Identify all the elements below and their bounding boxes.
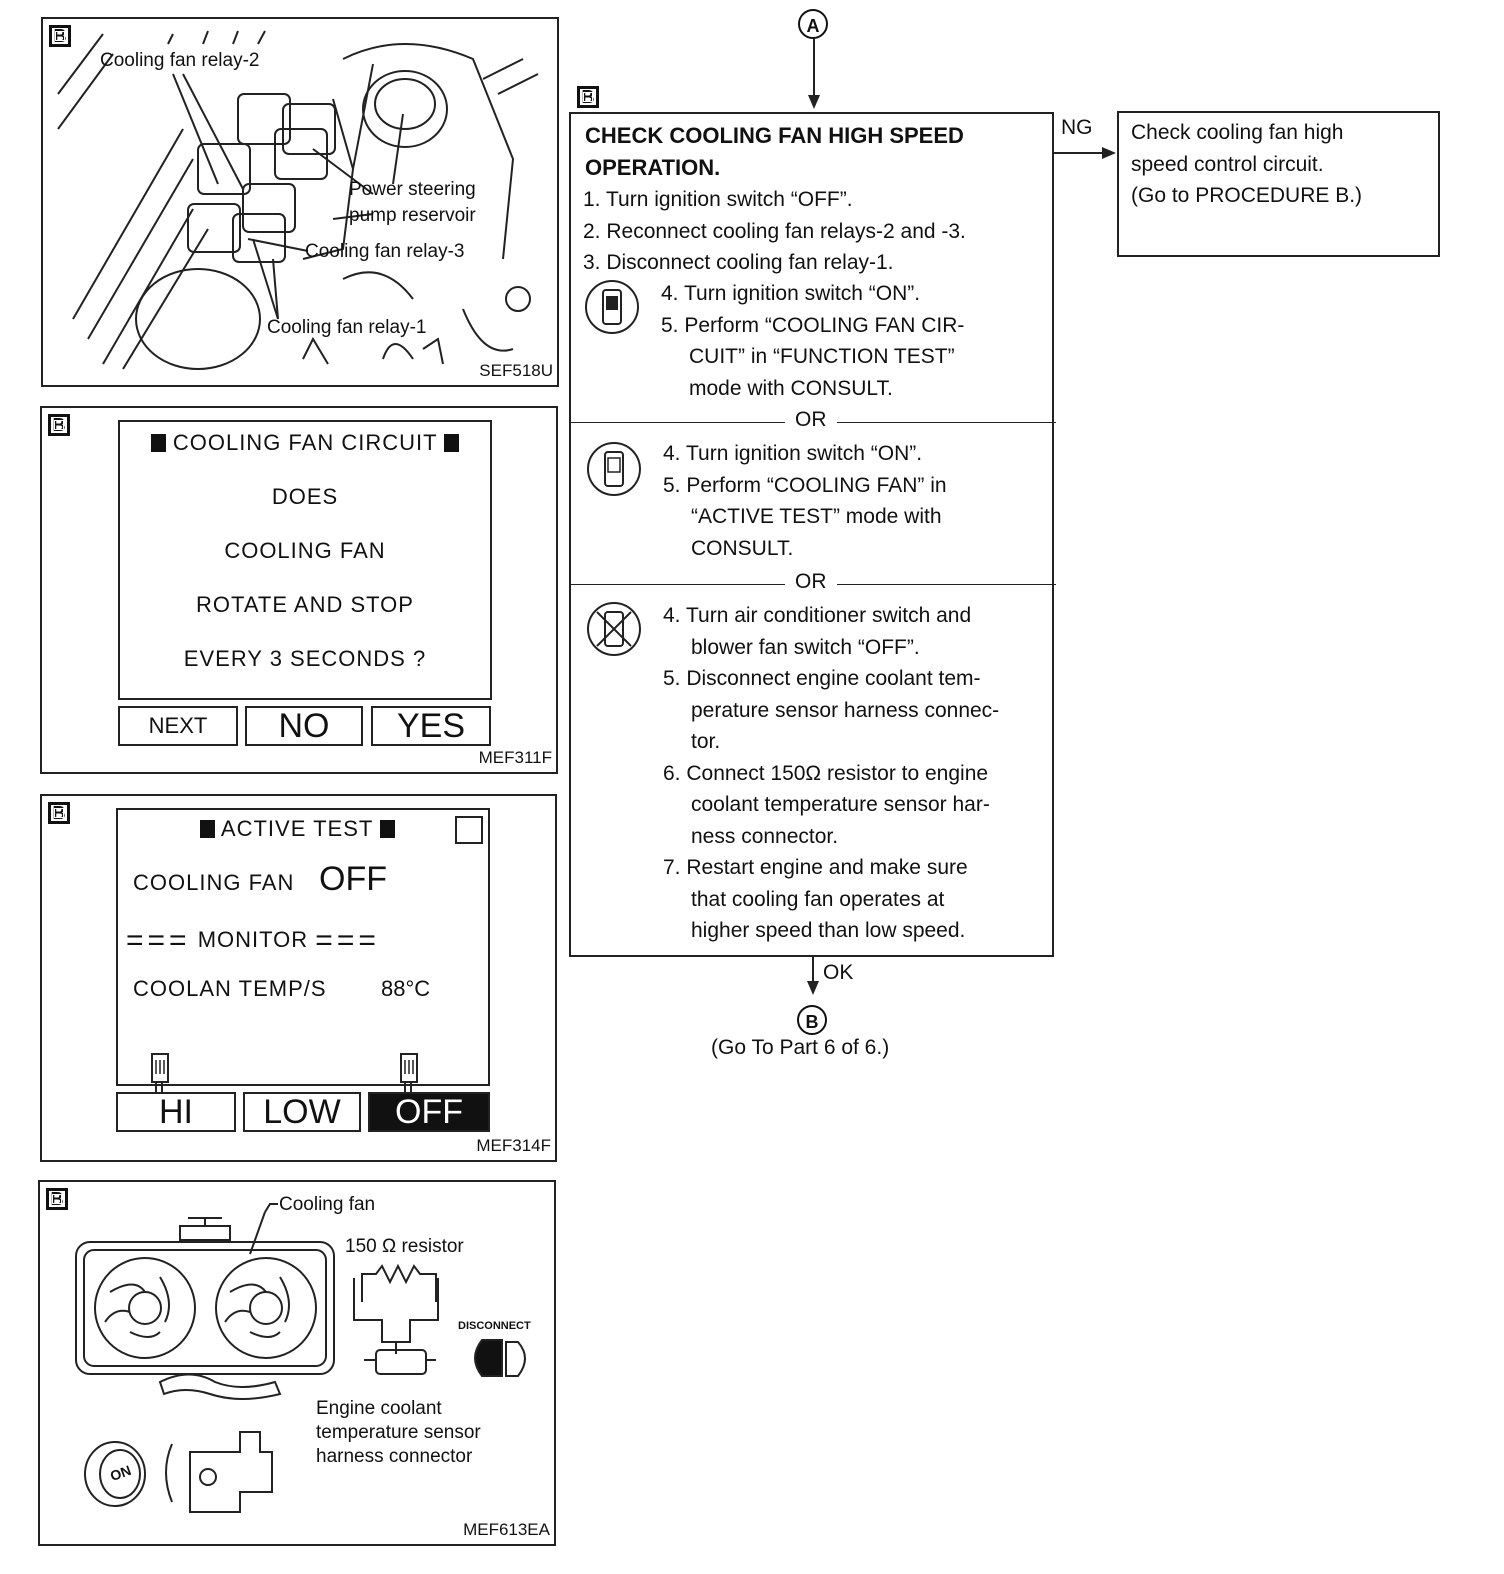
fan-value: OFF [319, 860, 387, 898]
off-button[interactable]: OFF [368, 1092, 490, 1132]
relay2-label: Cooling fan relay-2 [100, 50, 260, 71]
relay-location-panel: B [41, 17, 559, 387]
step: 3. Disconnect cooling fan relay-1. [583, 251, 894, 274]
resistor-connection-panel: B [38, 1180, 556, 1546]
disconnect-label: DISCONNECT [458, 1320, 531, 1332]
screen-title: ACTIVE TEST [200, 816, 396, 842]
temp-label: COOLAN TEMP/S [133, 976, 327, 1001]
check-title: CHECK COOLING FAN HIGH SPEED OPERATION. [585, 120, 964, 184]
consult-icon [585, 280, 639, 334]
or-separator: OR [785, 570, 837, 594]
fan-label: COOLING FAN [133, 870, 295, 895]
step: that cooling fan operates at [691, 887, 945, 911]
active-test-panel: B ACTIVE TEST COOLING FAN OFF === MONITO… [40, 794, 557, 1162]
consult-screen: COOLING FAN CIRCUIT DOES COOLING FAN ROT… [118, 420, 492, 700]
step: CONSULT. [691, 536, 794, 560]
ng-label: NG [1061, 116, 1093, 139]
step: 1. Turn ignition switch “OFF”. [583, 188, 853, 211]
tag-b: B [46, 1188, 68, 1210]
goto-text: (Go To Part 6 of 6.) [711, 1036, 890, 1059]
connector-b-icon: B [797, 1005, 827, 1035]
option1-steps: 4. Turn ignition switch “ON”. 5. Perform… [661, 278, 964, 404]
step: 5. Disconnect engine coolant tem- [663, 667, 981, 690]
step: 6. Connect 150Ω resistor to engine [663, 761, 989, 785]
figure-code: MEF311F [478, 748, 552, 767]
step: 5. Perform “COOLING FAN CIR- [661, 313, 965, 337]
step: blower fan switch “OFF”. [691, 635, 920, 659]
option2-steps: 4. Turn ignition switch “ON”. 5. Perform… [663, 438, 947, 564]
ng-line: speed control circuit. [1131, 152, 1324, 176]
step: 5. Perform “COOLING FAN” in [663, 473, 947, 497]
sensor-label-line3: harness connector [316, 1446, 473, 1467]
screen-line: EVERY 3 SECONDS ? [183, 646, 427, 671]
sensor-label-line2: temperature sensor [316, 1422, 481, 1443]
ng-line: Check cooling fan high [1131, 121, 1344, 144]
ng-line: (Go to PROCEDURE B.) [1131, 184, 1363, 207]
ng-action-box: Check cooling fan high speed control cir… [1117, 111, 1440, 257]
or-separator: OR [785, 408, 837, 432]
temp-value: 88°C [381, 976, 431, 1001]
tag-b: B [48, 414, 70, 436]
figure-code: SEF518U [479, 361, 553, 380]
arrow-right-icon [1054, 147, 1116, 159]
step: 4. Turn air conditioner switch and [663, 604, 972, 627]
screen-title: COOLING FAN CIRCUIT [120, 430, 490, 456]
function-test-panel: B COOLING FAN CIRCUIT DOES COOLING FAN R… [40, 406, 558, 774]
cooling-fan-label: Cooling fan [279, 1194, 376, 1215]
step: “ACTIVE TEST” mode with [691, 505, 942, 528]
ok-label: OK [823, 961, 854, 984]
tag-b: B [48, 802, 70, 824]
pointer-hand-icon [151, 1053, 169, 1094]
step: CUIT” in “FUNCTION TEST” [689, 345, 955, 368]
relay1-label: Cooling fan relay-1 [267, 317, 427, 338]
monitor-label: MONITOR [197, 927, 309, 952]
screen-title-text: COOLING FAN CIRCUIT [172, 430, 438, 455]
arrow-down-icon [807, 957, 819, 995]
step: 7. Restart engine and make sure [663, 856, 968, 879]
figure-code: MEF613EA [463, 1520, 550, 1539]
monitor-line: === MONITOR === [126, 924, 380, 957]
next-button[interactable]: NEXT [118, 706, 238, 746]
step: coolant temperature sensor har- [691, 793, 990, 816]
tag-b: B [49, 25, 71, 47]
screen-line: COOLING FAN [224, 538, 386, 563]
step: 2. Reconnect cooling fan relays-2 and -3… [583, 219, 966, 243]
screen-line: DOES [271, 484, 339, 509]
step: ness connector. [691, 824, 839, 848]
sensor-label-line1: Engine coolant [316, 1398, 442, 1419]
step: perature sensor harness connec- [691, 698, 1000, 722]
tag-b: B [577, 86, 599, 108]
step: tor. [691, 730, 721, 753]
relay3-label: Cooling fan relay-3 [305, 241, 465, 262]
step: higher speed than low speed. [691, 919, 966, 942]
consult-screen: ACTIVE TEST COOLING FAN OFF === MONITOR … [116, 808, 490, 1086]
common-steps: 1. Turn ignition switch “OFF”. 2. Reconn… [583, 184, 966, 279]
hi-button[interactable]: HI [116, 1092, 236, 1132]
low-button[interactable]: LOW [243, 1092, 361, 1132]
consult-icon [587, 442, 641, 496]
check-title-line2: OPERATION. [585, 155, 721, 180]
pointer-hand-icon [400, 1053, 418, 1094]
relay-illustration [57, 30, 539, 370]
resistor-label: 150 Ω resistor [345, 1236, 464, 1257]
cooling-fan-illustration [75, 1203, 526, 1513]
screen-corner-box [455, 816, 483, 844]
connector-a-icon: A [798, 9, 828, 39]
figure-code: MEF314F [476, 1136, 551, 1155]
screen-line: ROTATE AND STOP [196, 592, 414, 617]
no-consult-icon [587, 602, 641, 656]
yes-button[interactable]: YES [371, 706, 491, 746]
arrow-down-icon [808, 39, 820, 109]
step: 4. Turn ignition switch “ON”. [661, 282, 921, 305]
pump-reservoir-label: pump reservoir [349, 205, 476, 226]
check-title-line1: CHECK COOLING FAN HIGH SPEED [585, 123, 964, 148]
power-steering-label: Power steering [349, 179, 476, 200]
screen-title-text: ACTIVE TEST [220, 816, 373, 841]
step: 4. Turn ignition switch “ON”. [663, 442, 923, 465]
step: mode with CONSULT. [689, 376, 893, 400]
option3-steps: 4. Turn air conditioner switch and blowe… [663, 600, 999, 947]
no-button[interactable]: NO [245, 706, 363, 746]
check-box: CHECK COOLING FAN HIGH SPEED OPERATION. … [569, 112, 1056, 957]
